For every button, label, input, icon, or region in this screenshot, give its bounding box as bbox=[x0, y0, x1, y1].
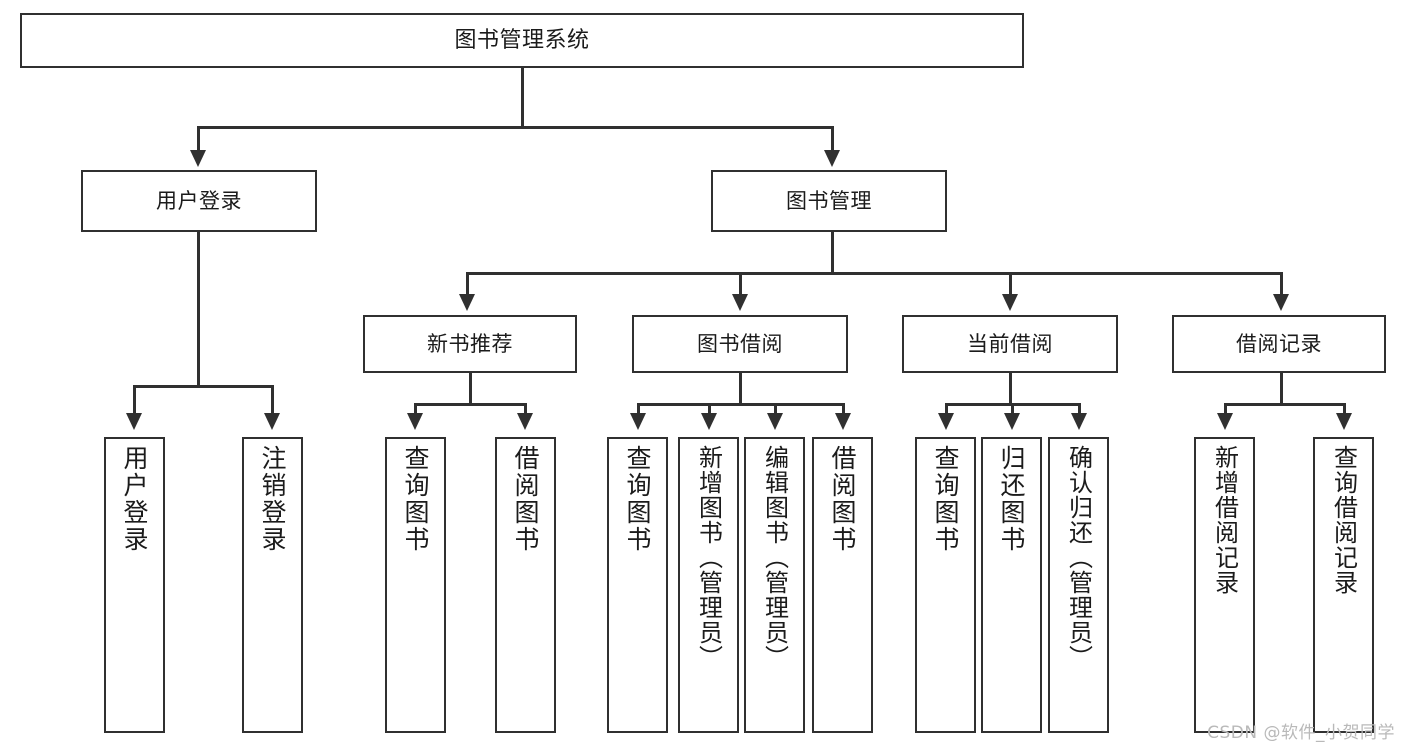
leaf-add-book-admin[interactable]: 新增图书（管理员） bbox=[678, 437, 739, 733]
connector-book-borrow-child-1 bbox=[637, 403, 640, 415]
arrowhead-borrow-record bbox=[1273, 294, 1289, 311]
connector-book-borrow-stem bbox=[739, 373, 742, 405]
node-label: 图书借阅 bbox=[697, 331, 783, 356]
node-root-system[interactable]: 图书管理系统 bbox=[20, 13, 1024, 68]
node-label: 用户登录 bbox=[120, 445, 149, 553]
node-label: 用户登录 bbox=[156, 188, 242, 213]
connector-new-book-child-2 bbox=[524, 403, 527, 415]
connector-root-to-user-login bbox=[197, 126, 200, 152]
node-borrow-record[interactable]: 借阅记录 bbox=[1172, 315, 1386, 373]
connector-new-book-bus bbox=[414, 403, 524, 406]
arrowhead-leaf-confirm-return bbox=[1071, 413, 1087, 430]
leaf-query-book-borrow[interactable]: 查询图书 bbox=[607, 437, 668, 733]
connector-new-book-stem bbox=[469, 373, 472, 405]
arrowhead-leaf-query-record bbox=[1336, 413, 1352, 430]
arrowhead-book-manage bbox=[824, 150, 840, 167]
connector-user-login-child-1 bbox=[133, 385, 136, 415]
leaf-query-book-recommend[interactable]: 查询图书 bbox=[385, 437, 446, 733]
connector-current-borrow-child-2 bbox=[1011, 403, 1014, 415]
arrowhead-leaf-return-book bbox=[1004, 413, 1020, 430]
node-label: 查询图书 bbox=[931, 445, 960, 553]
arrowhead-leaf-query-book-1 bbox=[407, 413, 423, 430]
connector-user-login-child-2 bbox=[271, 385, 274, 415]
connector-book-manage-stem bbox=[831, 232, 834, 274]
connector-book-borrow-child-3 bbox=[774, 403, 777, 415]
connector-borrow-record-child-2 bbox=[1343, 403, 1346, 415]
connector-to-current-borrow bbox=[1009, 272, 1012, 296]
node-label: 新书推荐 bbox=[427, 331, 513, 356]
leaf-edit-book-admin[interactable]: 编辑图书（管理员） bbox=[744, 437, 805, 733]
node-label: 借阅记录 bbox=[1236, 331, 1322, 356]
arrowhead-user-login bbox=[190, 150, 206, 167]
node-label: 借阅图书 bbox=[828, 445, 857, 553]
node-label: 图书管理 bbox=[786, 188, 872, 213]
arrowhead-new-book-recommend bbox=[459, 294, 475, 311]
leaf-user-login[interactable]: 用户登录 bbox=[104, 437, 165, 733]
node-label: 新增图书（管理员） bbox=[694, 445, 723, 670]
node-label: 借阅图书 bbox=[511, 445, 540, 553]
leaf-query-book-current[interactable]: 查询图书 bbox=[915, 437, 976, 733]
connector-to-book-borrow bbox=[739, 272, 742, 296]
connector-book-manage-bus bbox=[466, 272, 1283, 275]
node-new-book-recommend[interactable]: 新书推荐 bbox=[363, 315, 577, 373]
arrowhead-leaf-borrow-book-1 bbox=[517, 413, 533, 430]
arrowhead-leaf-query-book-3 bbox=[938, 413, 954, 430]
arrowhead-leaf-add-book bbox=[701, 413, 717, 430]
connector-user-login-stem bbox=[197, 232, 200, 387]
node-book-borrow[interactable]: 图书借阅 bbox=[632, 315, 848, 373]
node-label: 归还图书 bbox=[997, 445, 1026, 553]
leaf-query-borrow-record[interactable]: 查询借阅记录 bbox=[1313, 437, 1374, 733]
node-label: 查询借阅记录 bbox=[1329, 445, 1358, 595]
node-label: 查询图书 bbox=[623, 445, 652, 553]
arrowhead-leaf-edit-book bbox=[767, 413, 783, 430]
connector-book-borrow-child-4 bbox=[842, 403, 845, 415]
arrowhead-leaf-query-book-2 bbox=[630, 413, 646, 430]
node-user-login[interactable]: 用户登录 bbox=[81, 170, 317, 232]
csdn-watermark: CSDN @软件_小贺同学 bbox=[1207, 723, 1395, 743]
arrowhead-current-borrow bbox=[1002, 294, 1018, 311]
leaf-logout[interactable]: 注销登录 bbox=[242, 437, 303, 733]
arrowhead-leaf-borrow-book-2 bbox=[835, 413, 851, 430]
connector-root-to-book-manage bbox=[831, 126, 834, 152]
node-label: 编辑图书（管理员） bbox=[760, 445, 789, 670]
connector-new-book-child-1 bbox=[414, 403, 417, 415]
connector-current-borrow-child-1 bbox=[945, 403, 948, 415]
node-current-borrow[interactable]: 当前借阅 bbox=[902, 315, 1118, 373]
leaf-confirm-return-admin[interactable]: 确认归还（管理员） bbox=[1048, 437, 1109, 733]
connector-current-borrow-stem bbox=[1009, 373, 1012, 405]
node-book-management[interactable]: 图书管理 bbox=[711, 170, 947, 232]
connector-root-bus bbox=[197, 126, 833, 129]
connector-book-borrow-bus bbox=[637, 403, 842, 406]
connector-current-borrow-child-3 bbox=[1078, 403, 1081, 415]
leaf-borrow-book[interactable]: 借阅图书 bbox=[812, 437, 873, 733]
connector-to-borrow-record bbox=[1280, 272, 1283, 296]
connector-to-new-book bbox=[466, 272, 469, 296]
node-label: 确认归还（管理员） bbox=[1064, 445, 1093, 670]
connector-borrow-record-stem bbox=[1280, 373, 1283, 405]
arrowhead-book-borrow bbox=[732, 294, 748, 311]
connector-root-stem bbox=[521, 68, 524, 128]
connector-book-borrow-child-2 bbox=[708, 403, 711, 415]
leaf-borrow-book-recommend[interactable]: 借阅图书 bbox=[495, 437, 556, 733]
connector-borrow-record-bus bbox=[1224, 403, 1343, 406]
arrowhead-leaf-logout bbox=[264, 413, 280, 430]
arrowhead-leaf-user-login bbox=[126, 413, 142, 430]
arrowhead-leaf-add-record bbox=[1217, 413, 1233, 430]
leaf-add-borrow-record[interactable]: 新增借阅记录 bbox=[1194, 437, 1255, 733]
node-label: 注销登录 bbox=[258, 445, 287, 553]
node-label: 图书管理系统 bbox=[454, 27, 590, 53]
leaf-return-book[interactable]: 归还图书 bbox=[981, 437, 1042, 733]
node-label: 当前借阅 bbox=[967, 331, 1053, 356]
node-label: 新增借阅记录 bbox=[1210, 445, 1239, 595]
connector-borrow-record-child-1 bbox=[1224, 403, 1227, 415]
connector-user-login-bus bbox=[133, 385, 271, 388]
node-label: 查询图书 bbox=[401, 445, 430, 553]
